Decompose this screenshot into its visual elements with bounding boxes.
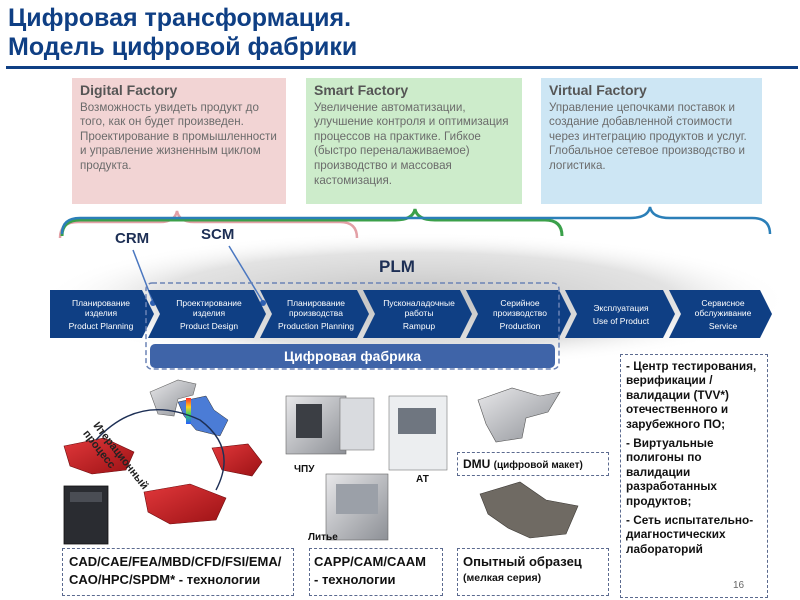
crm-label: CRM <box>115 230 150 247</box>
hpc-server-panel <box>70 492 102 502</box>
smart-factory-heading: Smart Factory <box>314 82 409 98</box>
title-line-2: Модель цифровой фабрики <box>8 33 358 61</box>
page-title: Цифровая трансформация. Модель цифровой … <box>8 4 357 62</box>
stage-production: Серийное производство Production <box>478 290 562 338</box>
prototype-line-1: Опытный образец <box>463 554 582 569</box>
dmu-note: (цифровой макет) <box>493 460 583 471</box>
chevron-1 <box>50 290 154 338</box>
manufacturing-illustration <box>285 395 448 541</box>
cnc-window <box>296 404 322 438</box>
bracket-virtual <box>60 206 772 235</box>
dmu-box: DMU (цифровой макет) <box>457 452 609 476</box>
page-number: 16 <box>733 580 745 591</box>
prototype-illustration <box>477 387 579 539</box>
at-window <box>398 408 436 434</box>
side-item-testing-center: - Центр тестирования, верификации / вали… <box>626 359 757 431</box>
digital-factory-bar-label: Цифровая фабрика <box>283 348 422 364</box>
chevron-2 <box>148 290 266 338</box>
stage-en-label: Rampup <box>402 320 436 331</box>
stage-use-of-product: Эксплуатация Use of Product <box>577 290 665 338</box>
cad-line-1: CAD/CAE/FEA/MBD/CFD/FSI/EMA/ <box>69 554 282 569</box>
virtual-factory-box: Virtual Factory Управление цепочками пос… <box>541 78 762 204</box>
casting-label: Литье <box>308 532 338 543</box>
chevron-5 <box>466 290 571 338</box>
stage-product-design: Проектирование изделия Product Design <box>162 290 256 338</box>
stage-en-label: Production <box>499 320 541 331</box>
chevron-3 <box>260 290 369 338</box>
scm-dot <box>260 300 266 306</box>
fea-part <box>177 395 229 437</box>
at-label: АТ <box>416 474 429 485</box>
design-parts-illustration <box>63 379 263 545</box>
validation-infrastructure-box: - Центр тестирования, верификации / вали… <box>620 354 768 598</box>
capp-line-1: CAPP/CAM/CAAM <box>314 554 426 569</box>
steel-part-top <box>149 379 197 417</box>
stage-en-label: Use of Product <box>592 315 650 326</box>
stage-en-label: Service <box>708 320 738 331</box>
cad-line-2: CAO/HPC/SPDM* - технологии <box>69 572 261 587</box>
stage-production-planning: Планирование производства Production Pla… <box>272 290 360 338</box>
prototype-part <box>479 481 579 539</box>
dmu-label: DMU <box>463 457 491 471</box>
stage-ru-label: Эксплуатация <box>593 302 649 313</box>
virtual-factory-heading: Virtual Factory <box>549 82 647 98</box>
virtual-factory-text: Управление цепочками поставок и создание… <box>549 100 747 172</box>
side-item-labs-network: - Сеть испытательно-диагностических лабо… <box>626 513 754 556</box>
scm-connector <box>228 245 264 303</box>
capp-line-2: - технологии <box>314 572 396 587</box>
digital-factory-box: Digital Factory Возможность увидеть прод… <box>72 78 286 204</box>
stage-rampup: Пусконаладочные работы Rampup <box>375 290 463 338</box>
chevron-4 <box>363 290 472 338</box>
scm-label: SCM <box>201 226 235 243</box>
casting-window <box>336 484 378 514</box>
stage-service: Сервисное обслуживание Service <box>681 290 765 338</box>
digital-factory-heading: Digital Factory <box>80 82 178 98</box>
fea-legend <box>186 398 191 424</box>
stage-en-label: Product Planning <box>68 320 134 331</box>
stage-ru-label: Серийное производство <box>493 297 547 318</box>
stage-ru-label: Планирование производства <box>286 297 345 318</box>
stage-product-planning: Планирование изделия Product Planning <box>56 290 146 338</box>
cad-technologies-box: CAD/CAE/FEA/MBD/CFD/FSI/EMA/ CAO/HPC/SPD… <box>62 548 294 596</box>
red-part-1 <box>63 437 135 475</box>
capp-technologies-box: CAPP/CAM/CAAM - технологии <box>309 548 443 596</box>
smart-factory-text: Увеличение автоматизации, улучшение конт… <box>314 100 509 187</box>
dmu-part <box>477 387 561 443</box>
stage-ru-label: Проектирование изделия <box>176 297 242 318</box>
iteration-arc <box>95 409 225 491</box>
digital-factory-dashed-frame <box>145 282 560 370</box>
smart-factory-box: Smart Factory Увеличение автоматизации, … <box>306 78 522 204</box>
stage-en-label: Product Design <box>179 320 239 331</box>
stage-en-label: Production Planning <box>277 320 355 331</box>
stage-ru-label: Пусконаладочные работы <box>383 297 455 318</box>
digital-factory-text: Возможность увидеть продукт до того, как… <box>80 100 277 172</box>
chevron-7 <box>669 290 772 338</box>
stage-ru-label: Сервисное обслуживание <box>694 297 752 318</box>
plm-label: PLM <box>379 257 415 276</box>
stage-ru-label: Планирование изделия <box>71 297 130 318</box>
stage-chevrons <box>50 290 772 338</box>
red-part-2 <box>211 443 263 477</box>
cnc-label: ЧПУ <box>294 464 315 475</box>
title-line-1: Цифровая трансформация. <box>8 4 352 32</box>
prototype-box: Опытный образец (мелкая серия) <box>457 548 609 596</box>
side-item-virtual-polygons: - Виртуальные полигоны по валидации разр… <box>626 436 717 508</box>
title-rule <box>6 66 798 69</box>
cnc-machine-2 <box>339 397 375 451</box>
bracket-smart <box>60 208 564 237</box>
digital-factory-bar <box>150 344 555 368</box>
prototype-line-2: (мелкая серия) <box>463 572 542 584</box>
chevron-6 <box>565 290 675 338</box>
red-part-3 <box>143 483 227 525</box>
